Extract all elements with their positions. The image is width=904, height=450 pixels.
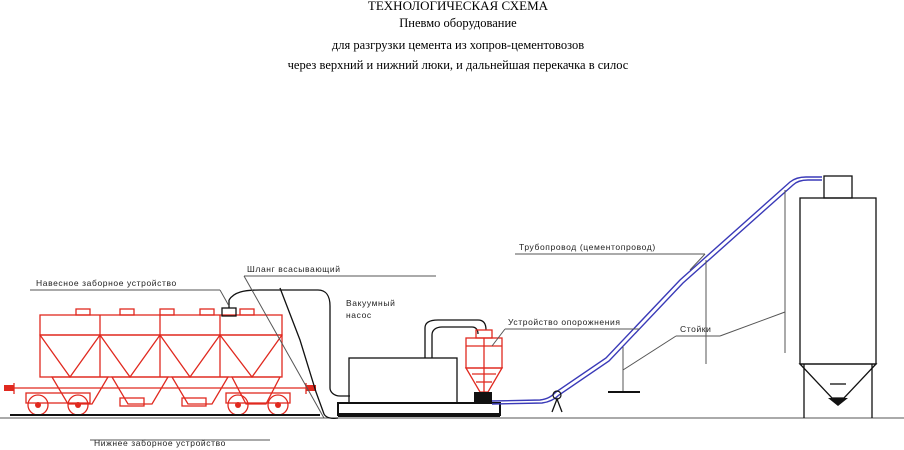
pipeline-supports	[608, 190, 786, 393]
wagon-hopper	[110, 376, 170, 405]
pump-outlet-pipe	[424, 319, 487, 331]
wagon-hatch	[119, 308, 135, 316]
title-line-2: Пневмо оборудование	[399, 16, 517, 30]
silo-cone	[798, 363, 878, 399]
cement-pipeline	[491, 176, 822, 402]
label-vacuum-pump-line1: Вакуумный	[346, 298, 395, 308]
wagon-roof-band	[39, 314, 283, 336]
wagon-coupler	[306, 385, 316, 391]
title-line-3: для разгрузки цемента из хопров-цементов…	[332, 38, 584, 52]
label-vacuum-pump-line2: насос	[346, 310, 372, 320]
title-line-1: ТЕХНОЛОГИЧЕСКАЯ СХЕМА	[368, 0, 549, 13]
silo-body	[799, 197, 877, 365]
wagon-hatch	[199, 308, 215, 316]
label-suction-hose: Шланг всасывающий	[247, 264, 341, 274]
leader-lines	[30, 253, 786, 441]
discharge-device	[464, 329, 504, 402]
diagram-title: ТЕХНОЛОГИЧЕСКАЯ СХЕМА Пневмо оборудовани…	[288, 0, 629, 72]
wagon-hatch	[75, 308, 91, 316]
upper-intake-device	[221, 300, 237, 317]
wagon-bogie	[225, 392, 291, 404]
label-discharge-device: Устройство опорожнения	[508, 317, 621, 327]
suction-hose	[228, 289, 350, 397]
wagon-hatch	[159, 308, 175, 316]
label-lower-intake: Нижнее заборное устройство	[94, 438, 226, 448]
label-supports: Стойки	[680, 324, 711, 334]
wagon-hopper	[170, 376, 230, 405]
wagon-hatch	[239, 308, 255, 316]
silo-top-filter	[823, 175, 853, 199]
hopper-wagon	[4, 308, 320, 416]
wagon-body	[39, 334, 283, 378]
label-pipeline: Трубопровод (цементопровод)	[519, 242, 656, 252]
wagon-bogie	[25, 392, 91, 404]
vacuum-pump-body	[348, 357, 458, 404]
title-line-4: через верхний и нижний люки, и дальнейша…	[288, 58, 629, 72]
lower-intake-hose	[279, 287, 339, 420]
wagon-hopper	[50, 376, 110, 405]
wagon-hopper	[230, 376, 282, 405]
wagon-coupler	[4, 385, 14, 391]
label-upper-intake: Навесное заборное устройство	[36, 278, 177, 288]
silo	[798, 175, 878, 418]
